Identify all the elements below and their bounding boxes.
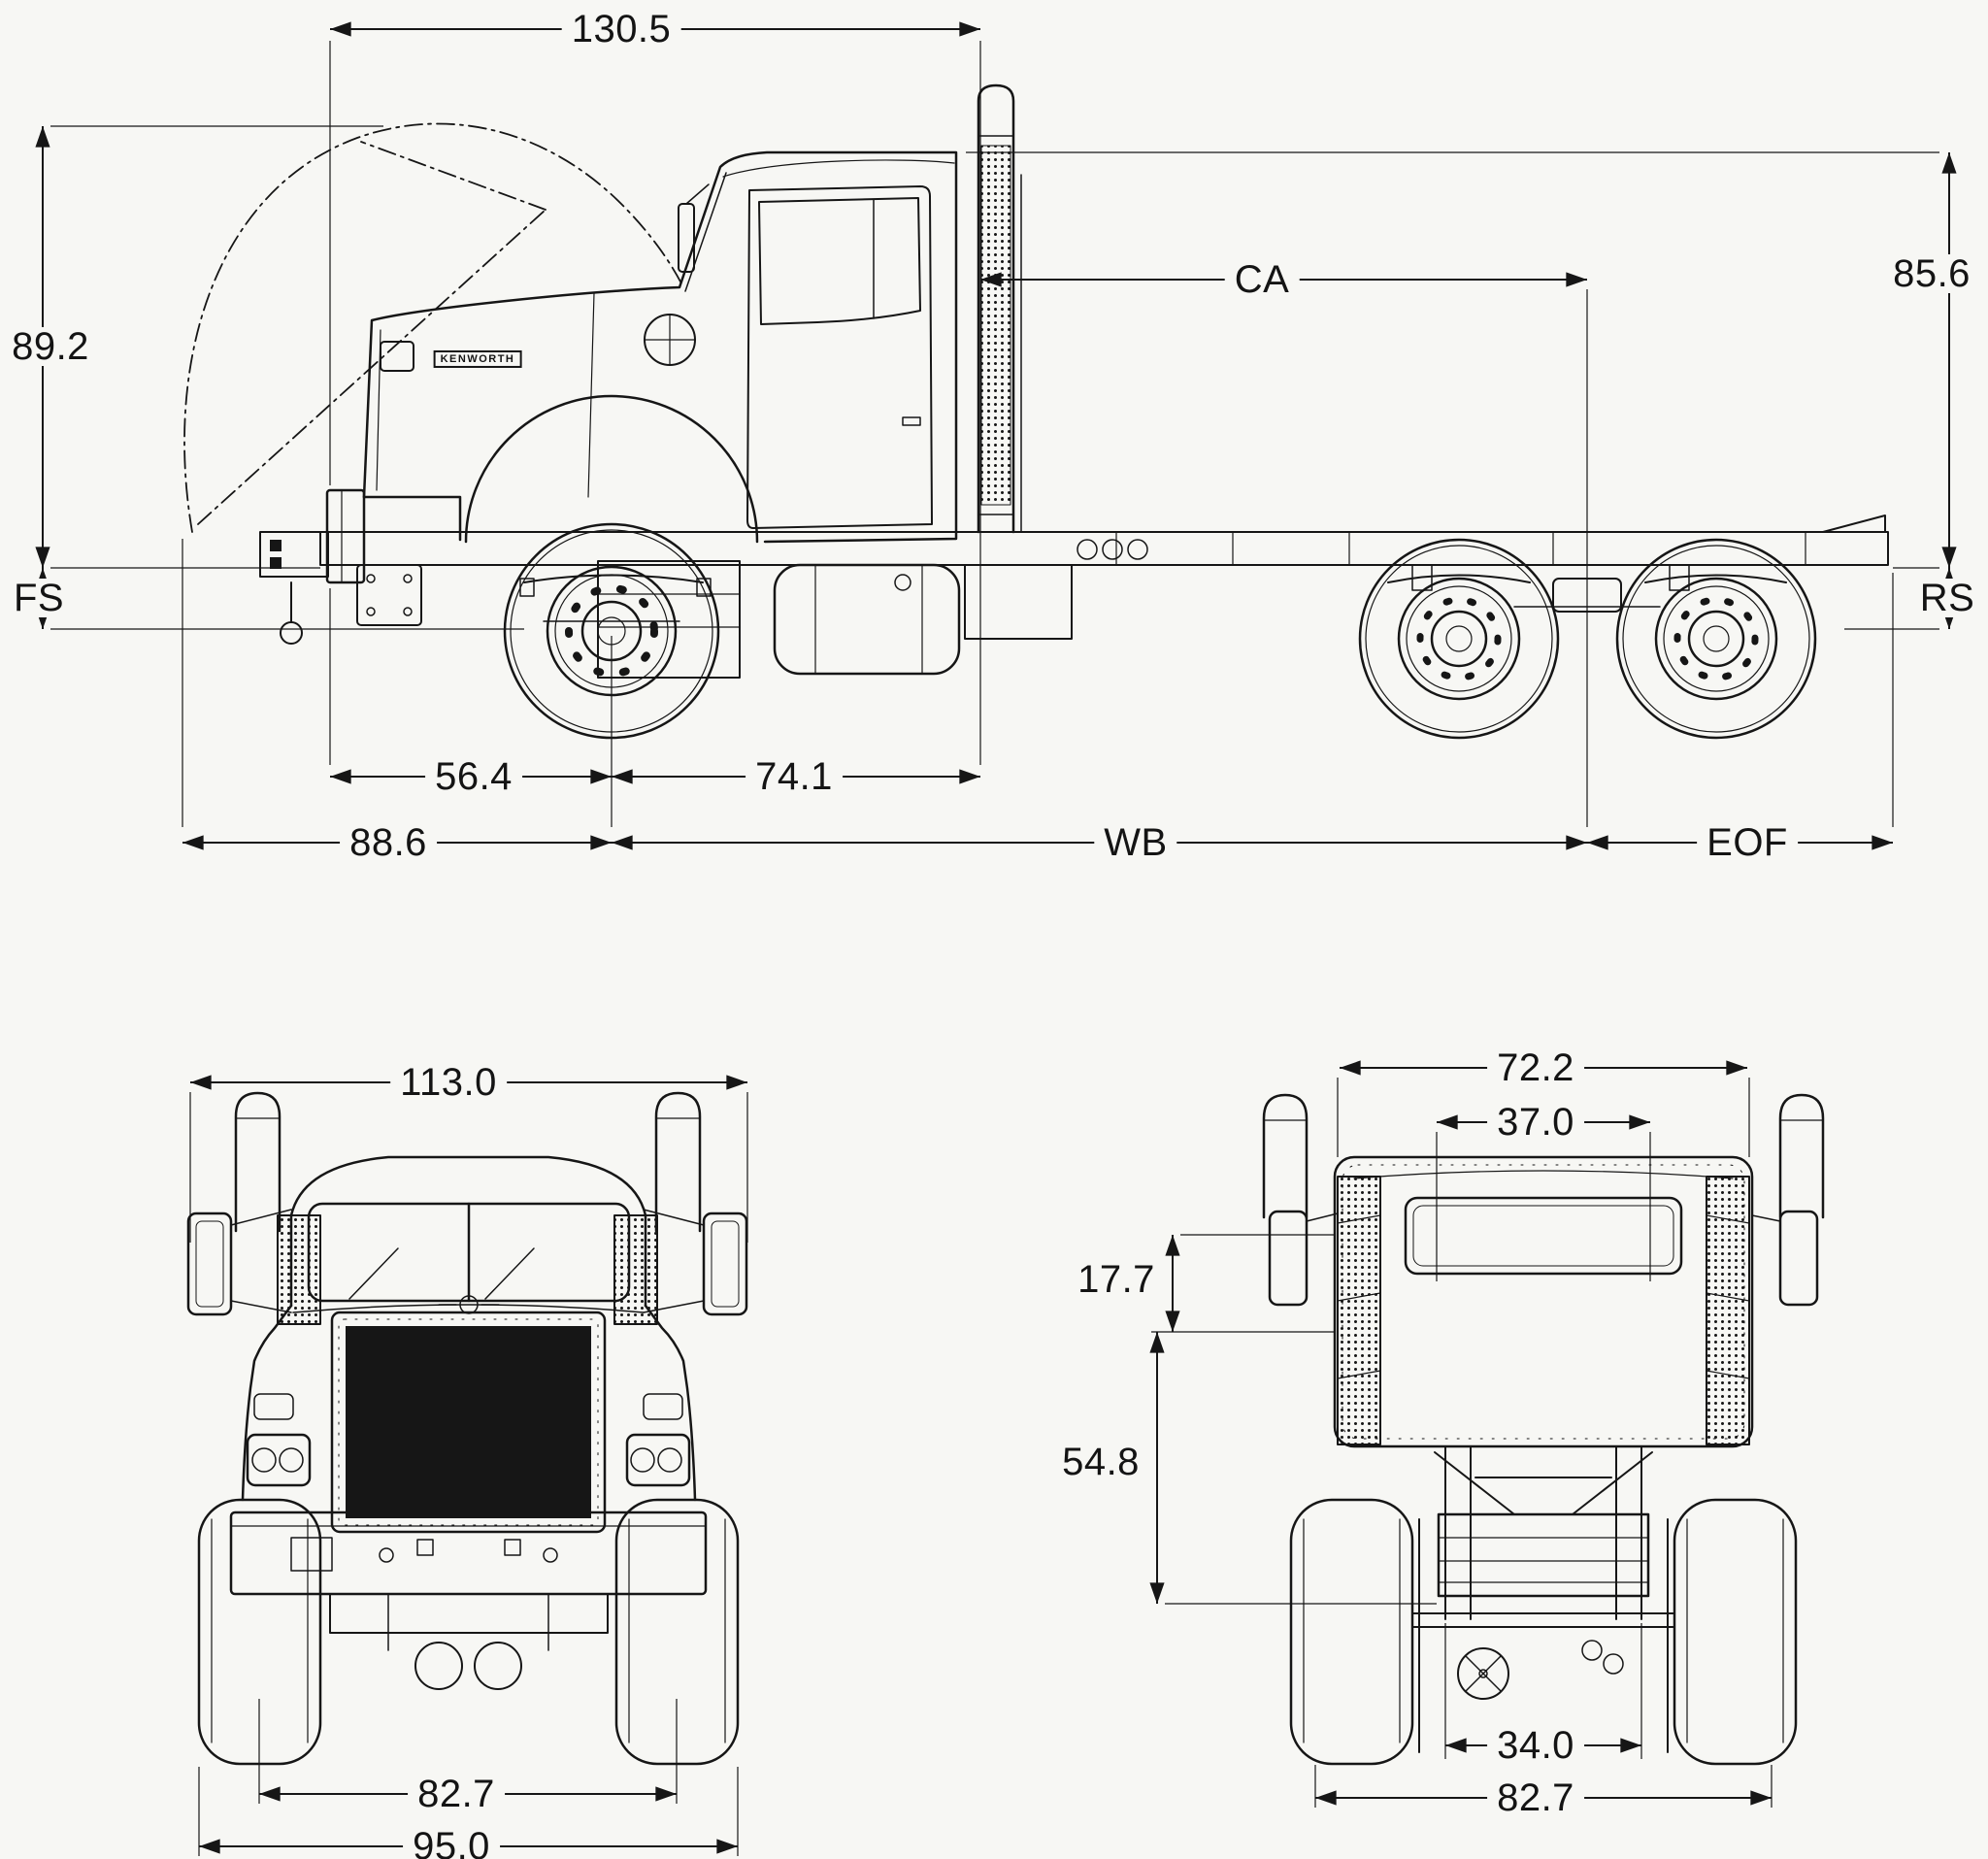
dim-rear-track-label: 82.7 bbox=[1487, 1778, 1584, 1817]
kenworth-logo: KENWORTH bbox=[433, 349, 522, 369]
dim-frame-width-label: 34.0 bbox=[1487, 1726, 1584, 1765]
dim-rear-width-label: 72.2 bbox=[1487, 1048, 1584, 1087]
dim-overall-width-label: 113.0 bbox=[390, 1063, 507, 1102]
front-view-drawing bbox=[186, 1091, 748, 1766]
dim-inner-width-label: 37.0 bbox=[1487, 1103, 1584, 1142]
dim-ca-label: CA bbox=[1224, 260, 1300, 299]
dim-upper-height-label: 17.7 bbox=[1068, 1260, 1165, 1299]
dim-fs-label: FS bbox=[3, 579, 75, 617]
dim-front-track-label: 82.7 bbox=[408, 1775, 505, 1813]
rear-view-drawing bbox=[1262, 1093, 1825, 1766]
rear-view-dimension-lines bbox=[1149, 1060, 1773, 1808]
dim-front-overhang-label: 88.6 bbox=[340, 823, 437, 862]
dim-rs-label: RS bbox=[1909, 579, 1985, 617]
dim-wb-label: WB bbox=[1094, 823, 1177, 862]
dim-bbc-label: 130.5 bbox=[561, 10, 681, 49]
dim-cab-height-label: 85.6 bbox=[1883, 254, 1980, 293]
dim-axle-boc-label: 74.1 bbox=[746, 757, 843, 796]
dim-mid-height-label: 54.8 bbox=[1052, 1443, 1149, 1481]
dim-bumper-axle-label: 56.4 bbox=[425, 757, 522, 796]
dim-hood-height-label: 89.2 bbox=[2, 327, 99, 366]
side-view-drawing bbox=[183, 83, 1889, 740]
dim-tire-width-label: 95.0 bbox=[403, 1827, 500, 1859]
dim-eof-label: EOF bbox=[1697, 823, 1798, 862]
